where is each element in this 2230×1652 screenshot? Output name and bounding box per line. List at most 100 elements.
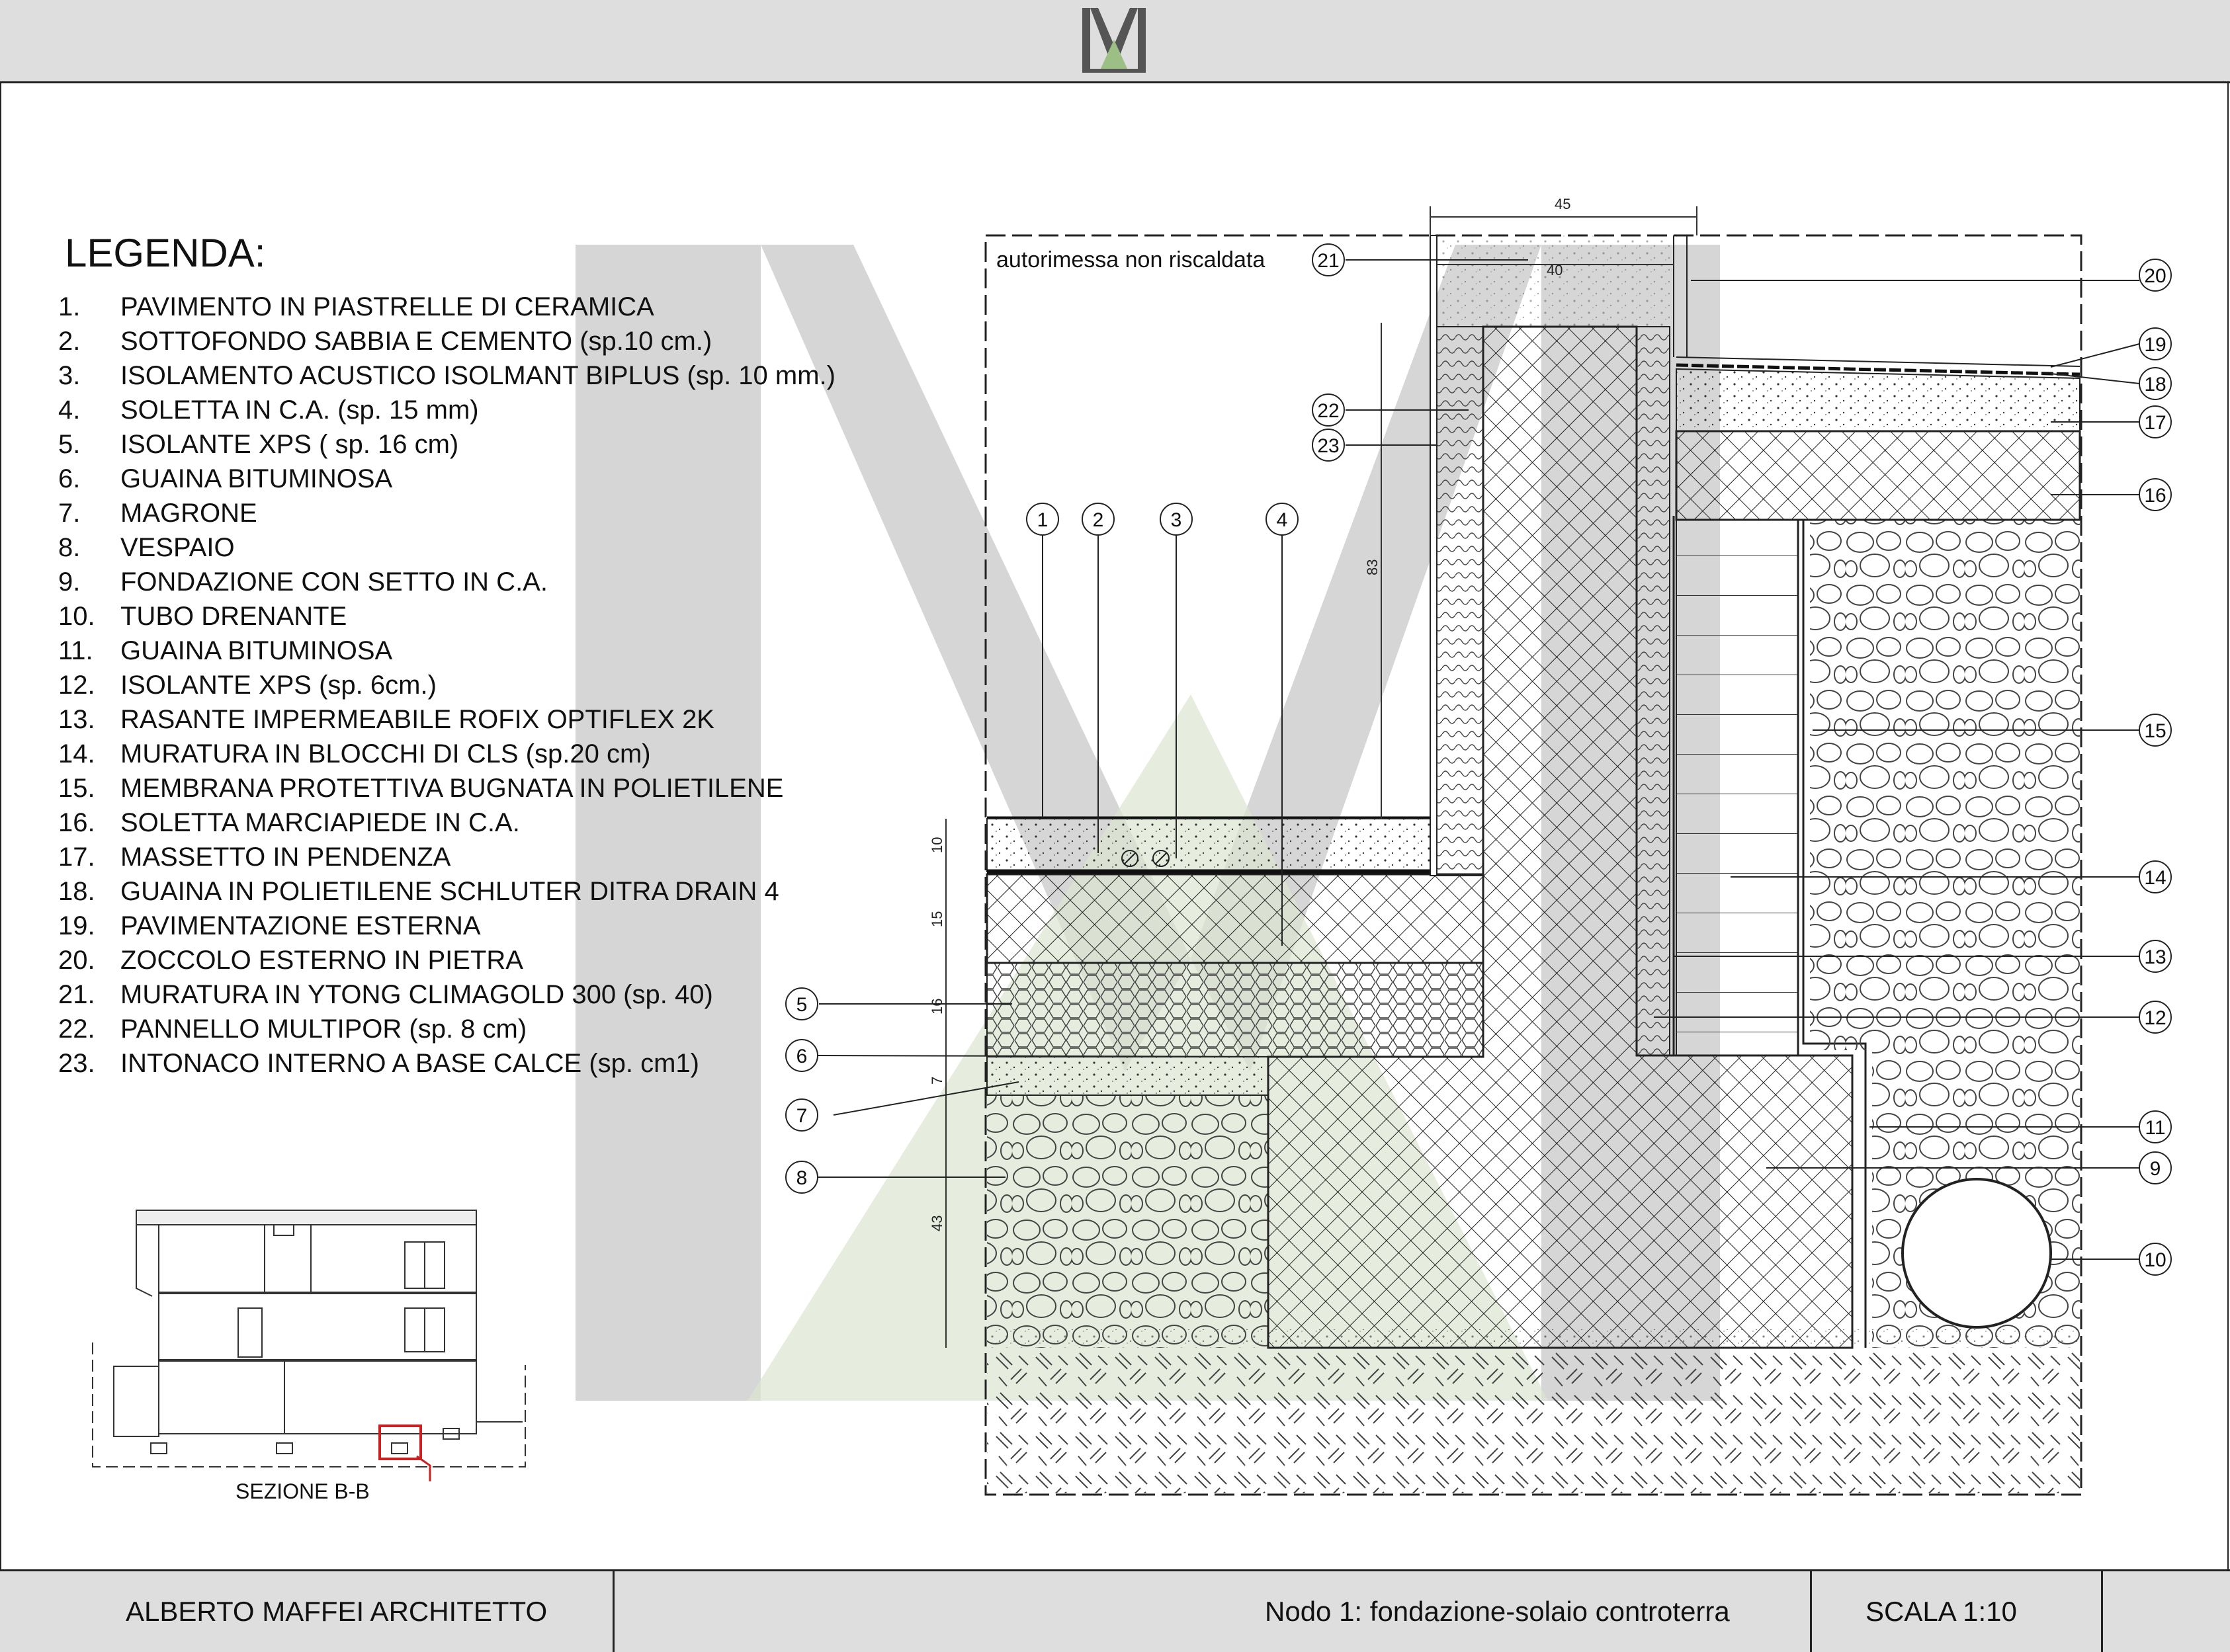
svg-text:16: 16	[2144, 485, 2166, 507]
svg-text:17: 17	[2144, 412, 2166, 434]
legend-item: 15.MEMBRANA PROTETTIVA BUGNATA IN POLIET…	[58, 774, 784, 803]
marker-16: 16	[2139, 478, 2172, 511]
marker-17: 17	[2139, 405, 2172, 438]
sidewalk-slab	[1675, 430, 2081, 521]
svg-text:3: 3	[1171, 509, 1182, 531]
dim-15: 15	[929, 911, 945, 927]
svg-text:18: 18	[2144, 374, 2166, 395]
legend-item: 6.GUAINA BITUMINOSA	[58, 464, 393, 493]
marker-6: 6	[785, 1039, 818, 1072]
marker-14: 14	[2139, 860, 2172, 893]
marker-5: 5	[785, 987, 818, 1020]
legend-item: 7.MAGRONE	[58, 499, 257, 528]
title-divider	[2101, 1571, 2103, 1652]
title-divider	[1810, 1571, 1812, 1652]
legend-item: 23.INTONACO INTERNO A BASE CALCE (sp. cm…	[58, 1049, 699, 1078]
legend-item: 11.GUAINA BITUMINOSA	[58, 636, 393, 665]
legend-item: 2.SOTTOFONDO SABBIA E CEMENTO (sp.10 cm.…	[58, 327, 712, 356]
title-divider	[613, 1571, 615, 1652]
legend-item: 20.ZOCCOLO ESTERNO IN PIETRA	[58, 946, 523, 975]
svg-text:6: 6	[796, 1046, 808, 1067]
legend-item: 8.VESPAIO	[58, 533, 235, 562]
vespaio-fill	[987, 1095, 1268, 1348]
dim-7: 7	[929, 1077, 945, 1085]
svg-text:9: 9	[2150, 1158, 2161, 1180]
svg-text:8: 8	[796, 1167, 808, 1189]
sloped-screed	[1676, 368, 2080, 432]
legend-item: 9.FONDAZIONE CON SETTO IN C.A.	[58, 567, 548, 597]
svg-text:2: 2	[1093, 509, 1104, 531]
svg-text:1: 1	[1037, 509, 1049, 531]
svg-text:22: 22	[1317, 400, 1339, 422]
exterior-xps	[1636, 326, 1670, 1056]
legend-item: 4.SOLETTA IN C.A. (sp. 15 mm)	[58, 395, 479, 425]
legend-item: 18.GUAINA IN POLIETILENE SCHLUTER DITRA …	[58, 877, 779, 906]
svg-text:21: 21	[1317, 250, 1339, 272]
svg-text:10: 10	[2144, 1249, 2166, 1271]
room-label: autorimessa non riscaldata	[996, 247, 1265, 272]
legend-item: 1.PAVIMENTO IN PIASTRELLE DI CERAMICA	[58, 292, 654, 321]
drawing-title: Nodo 1: fondazione-solaio controterra	[1265, 1596, 1730, 1627]
dim-40: 40	[1547, 262, 1563, 278]
marker-21: 21	[1312, 243, 1345, 276]
marker-3: 3	[1160, 503, 1193, 536]
legend-item: 16.SOLETTA MARCIAPIEDE IN C.A.	[58, 808, 520, 837]
marker-18: 18	[2139, 367, 2172, 400]
marker-10: 10	[2139, 1243, 2172, 1276]
marker-8: 8	[785, 1161, 818, 1194]
key-plan-label: SEZIONE B-B	[236, 1479, 370, 1503]
legend-item: 3.ISOLAMENTO ACUSTICO ISOLMANT BIPLUS (s…	[58, 361, 836, 390]
marker-12: 12	[2139, 1001, 2172, 1034]
svg-text:14: 14	[2144, 867, 2166, 889]
cls-block-wall	[1676, 519, 1799, 1056]
dim-43: 43	[929, 1216, 945, 1231]
screed-layer	[986, 818, 1431, 872]
marker-15: 15	[2139, 714, 2172, 747]
marker-13: 13	[2139, 940, 2172, 973]
legend-list: 1.PAVIMENTO IN PIASTRELLE DI CERAMICA 2.…	[58, 290, 836, 1081]
svg-text:19: 19	[2144, 334, 2166, 356]
dim-45: 45	[1555, 196, 1570, 212]
legend-item: 5.ISOLANTE XPS ( sp. 16 cm)	[58, 430, 459, 459]
marker-20: 20	[2139, 259, 2172, 292]
marker-9: 9	[2139, 1151, 2172, 1184]
legend-item: 13.RASANTE IMPERMEABILE ROFIX OPTIFLEX 2…	[58, 705, 714, 734]
dim-83: 83	[1364, 559, 1381, 575]
legend-item: 17.MASSETTO IN PENDENZA	[58, 843, 451, 872]
marker-11: 11	[2139, 1110, 2172, 1143]
legend-item: 12.ISOLANTE XPS (sp. 6cm.)	[58, 671, 437, 700]
legend-title: LEGENDA:	[65, 231, 266, 275]
marker-7: 7	[785, 1098, 818, 1132]
author-name: ALBERTO MAFFEI ARCHITETTO	[126, 1596, 548, 1627]
title-block: ALBERTO MAFFEI ARCHITETTO Nodo 1: fondaz…	[0, 1569, 2230, 1652]
marker-22: 22	[1312, 393, 1345, 427]
magrone-layer	[986, 1056, 1269, 1096]
ground-soil	[987, 1348, 2080, 1493]
svg-text:11: 11	[2145, 1117, 2165, 1139]
svg-text:20: 20	[2144, 265, 2166, 287]
legend-item: 14.MURATURA IN BLOCCHI DI CLS (sp.20 cm)	[58, 739, 651, 768]
svg-text:15: 15	[2144, 720, 2166, 742]
marker-1: 1	[1026, 503, 1059, 536]
legend-item: 10.TUBO DRENANTE	[58, 602, 347, 631]
multipor-panel	[1436, 326, 1484, 876]
marker-4: 4	[1265, 503, 1299, 536]
svg-text:13: 13	[2144, 946, 2166, 968]
drawing-scale: SCALA 1:10	[1865, 1596, 2017, 1627]
svg-text:12: 12	[2144, 1007, 2166, 1029]
xps-insulation	[986, 962, 1484, 1057]
marker-19: 19	[2139, 327, 2172, 360]
marker-23: 23	[1312, 429, 1345, 462]
legend-item: 22.PANNELLO MULTIPOR (sp. 8 cm)	[58, 1014, 527, 1044]
dim-16: 16	[929, 999, 945, 1014]
svg-text:5: 5	[796, 994, 808, 1016]
svg-text:23: 23	[1317, 435, 1339, 457]
concrete-slab	[986, 873, 1484, 964]
key-plan-section	[92, 1210, 526, 1481]
dim-10: 10	[929, 837, 945, 853]
marker-2: 2	[1082, 503, 1115, 536]
m-logo-icon	[1082, 8, 1146, 73]
legend-item: 21.MURATURA IN YTONG CLIMAGOLD 300 (sp. …	[58, 980, 713, 1009]
header-bar	[0, 0, 2230, 83]
